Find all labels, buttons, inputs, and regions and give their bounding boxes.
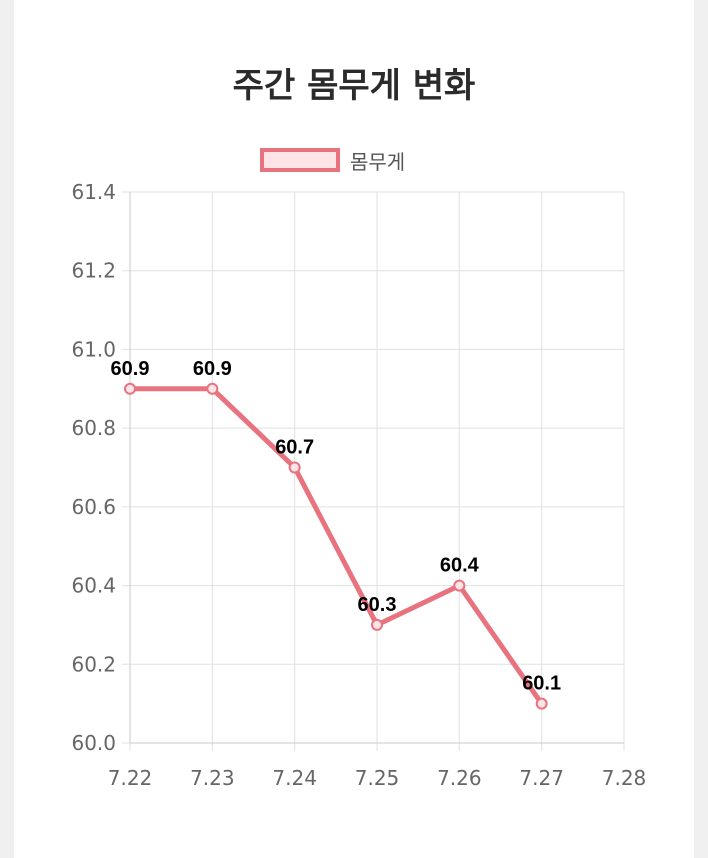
data-label: 60.9 — [193, 358, 232, 380]
data-point[interactable] — [124, 382, 136, 395]
legend-swatch — [260, 148, 340, 172]
data-point[interactable] — [371, 618, 383, 631]
data-point[interactable] — [288, 461, 301, 474]
y-tick-label: 60.2 — [71, 652, 116, 676]
x-tick-label: 7.25 — [355, 766, 400, 790]
data-label: 60.1 — [522, 673, 561, 695]
data-label: 60.9 — [111, 358, 150, 380]
x-tick-label: 7.28 — [602, 766, 647, 790]
y-tick-label: 60.8 — [71, 416, 116, 440]
data-label: 60.4 — [440, 555, 480, 577]
data-point[interactable] — [206, 382, 219, 395]
series-line — [127, 386, 545, 707]
x-tick-label: 7.22 — [108, 766, 153, 790]
data-point[interactable] — [453, 579, 466, 592]
y-tick-label: 61.0 — [71, 337, 116, 361]
chart-card: 주간 몸무게 변화 몸무게 60.0 60.2 60.4 60.6 60.8 61.0 61… — [14, 0, 694, 858]
y-tick-label: 60.6 — [71, 495, 116, 519]
x-tick-label: 7.26 — [437, 766, 482, 790]
y-tick-label: 61.4 — [71, 180, 116, 204]
chart-title: 주간 몸무게 변화 — [232, 66, 476, 106]
data-point[interactable] — [535, 697, 548, 710]
x-tick-label: 7.27 — [519, 766, 564, 790]
x-tick-label: 7.24 — [272, 766, 317, 790]
data-label: 60.7 — [275, 437, 314, 459]
legend-label: 몸무게 — [350, 149, 406, 174]
y-tick-label: 61.2 — [71, 259, 116, 283]
y-tick-label: 60.4 — [71, 574, 116, 598]
legend[interactable]: 몸무게 — [260, 144, 405, 176]
data-label: 60.3 — [358, 594, 397, 616]
y-tick-label: 60.0 — [71, 731, 116, 755]
line-chart: 60.0 60.2 60.4 60.6 60.8 61.0 61.2 61.4 7.22 7.23… — [71, 180, 647, 790]
x-tick-label: 7.23 — [190, 766, 235, 790]
